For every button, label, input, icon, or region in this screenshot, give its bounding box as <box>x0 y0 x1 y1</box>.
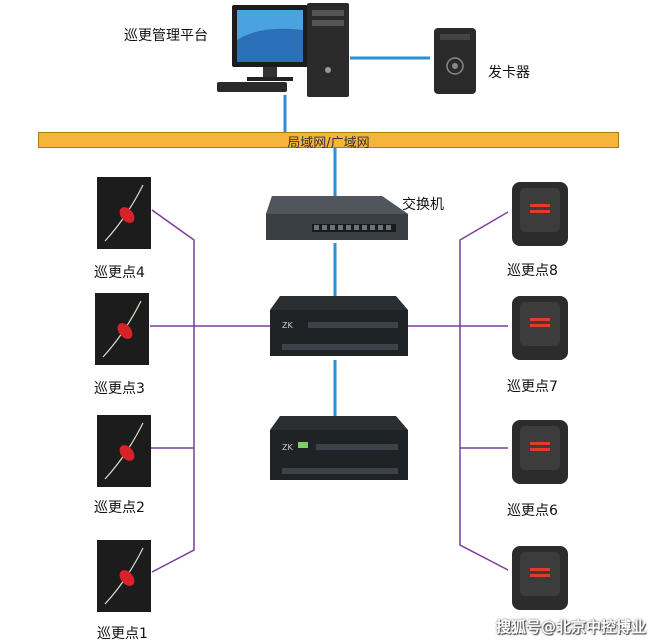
patrol-point-1-label: 巡更点1 <box>97 626 148 642</box>
patrol-tag-3-icon <box>95 293 149 365</box>
patrol-tag-4-icon <box>97 177 151 249</box>
patrol-reader-6-icon <box>512 420 568 484</box>
platform-label: 巡更管理平台 <box>124 28 208 44</box>
patrol-reader-5-icon <box>512 546 568 610</box>
svg-text:ZK: ZK <box>282 443 293 452</box>
patrol-tag-2-icon <box>97 415 151 487</box>
switch-label: 交换机 <box>402 197 444 213</box>
wire-left-bus <box>151 209 195 573</box>
network-bus: 局域网/广域网 <box>38 132 619 151</box>
switch-icon <box>266 196 408 240</box>
patrol-reader-7-icon <box>512 296 568 360</box>
patrol-point-8-label: 巡更点8 <box>507 263 558 279</box>
network-label: 局域网/广域网 <box>287 136 370 151</box>
card-reader-icon <box>434 28 476 94</box>
controller-2-icon: ZK <box>270 416 408 480</box>
watermark: 搜狐号@北京中控博业 <box>496 618 647 636</box>
patrol-point-7-label: 巡更点7 <box>507 379 558 395</box>
patrol-point-3-label: 巡更点3 <box>94 381 145 397</box>
controller-1-icon: ZK <box>270 296 408 356</box>
patrol-point-2-label: 巡更点2 <box>94 500 145 516</box>
card-issuer-label: 发卡器 <box>488 65 530 81</box>
wire-right-bus <box>459 211 509 571</box>
svg-text:ZK: ZK <box>282 321 293 330</box>
patrol-reader-8-icon <box>512 182 568 246</box>
computer-icon <box>217 3 349 97</box>
patrol-tag-1-icon <box>97 540 151 612</box>
patrol-point-6-label: 巡更点6 <box>507 503 558 519</box>
patrol-point-4-label: 巡更点4 <box>94 265 145 281</box>
